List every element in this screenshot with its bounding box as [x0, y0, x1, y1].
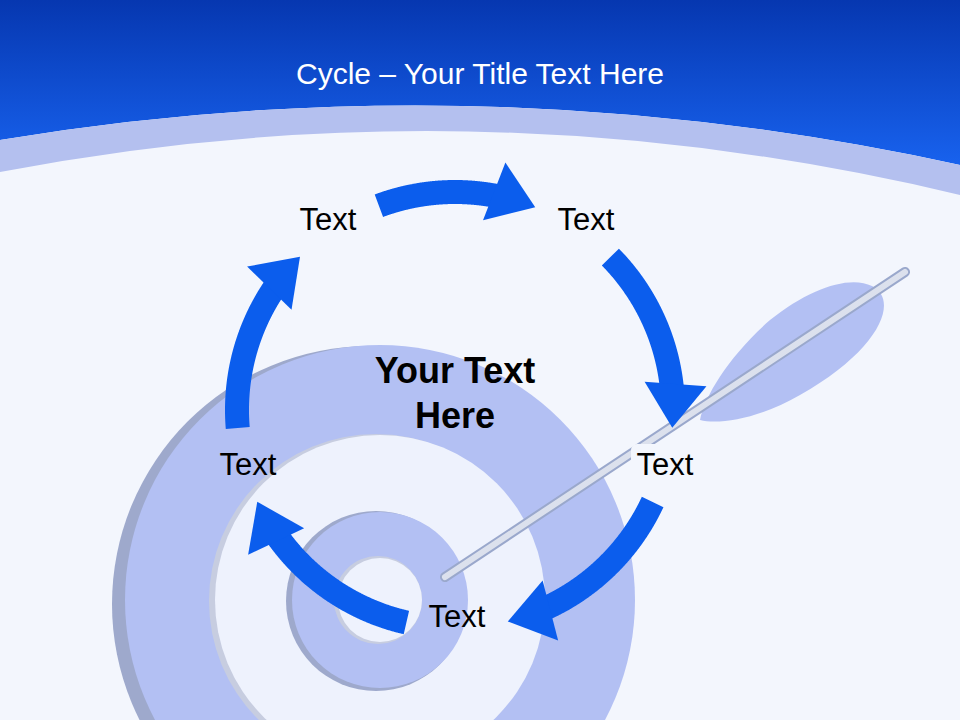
cycle-arrow — [610, 257, 706, 428]
cycle-arrow — [248, 502, 406, 623]
cycle-arrow — [237, 257, 300, 428]
arrow-body — [546, 502, 653, 608]
target-ring — [125, 345, 635, 720]
center-label: Your Text Here — [340, 348, 570, 438]
cycle-step: Text — [214, 444, 283, 485]
cycle-arrow — [379, 163, 535, 221]
cycle-step: Text — [631, 444, 700, 485]
arrow-body — [278, 537, 407, 623]
arrow-body — [379, 192, 497, 206]
step-text: Text — [220, 446, 277, 483]
cycle-step: Text — [552, 199, 621, 240]
dart-illustration — [445, 272, 905, 577]
arrow-body — [610, 257, 672, 388]
arrow-head — [248, 502, 304, 555]
step-text: Text — [300, 201, 357, 238]
cycle-step: Text — [423, 596, 492, 637]
arrow-head — [483, 163, 535, 221]
dart-shaft — [445, 272, 905, 577]
arrow-head — [247, 257, 300, 310]
arrow-head — [508, 580, 558, 640]
target-illustration — [112, 345, 635, 720]
cycle-arrow — [508, 502, 653, 641]
arrow-head — [645, 382, 707, 428]
target-ring — [215, 435, 545, 720]
arrow-body — [237, 288, 274, 428]
step-text: Text — [558, 201, 615, 238]
slide-title: Cycle – Your Title Text Here — [10, 54, 950, 94]
dart-shaft-outline — [445, 272, 905, 577]
cycle-step: Text — [294, 199, 363, 240]
step-text: Text — [637, 446, 694, 483]
step-text: Text — [429, 598, 486, 635]
